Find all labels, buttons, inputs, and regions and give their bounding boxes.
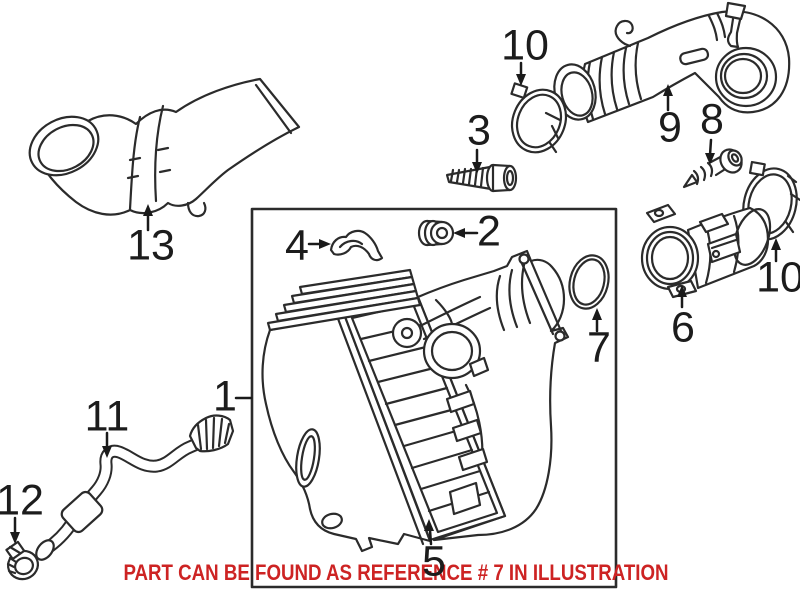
part-9-intake-hose xyxy=(553,1,791,124)
callout-label-8: 8 xyxy=(700,95,724,144)
callout-label-7: 7 xyxy=(587,323,611,372)
callout-5-arrow xyxy=(424,519,434,546)
callout-6-arrow xyxy=(677,285,687,309)
callout-label-6: 6 xyxy=(671,303,695,352)
callout-4-arrow xyxy=(307,239,331,249)
part-2-grommet xyxy=(417,219,455,247)
callout-label-10-upper: 10 xyxy=(501,21,549,70)
part-12-clamp xyxy=(5,540,39,581)
hose-hook-tab xyxy=(614,19,634,48)
callout-9-arrow xyxy=(663,84,673,112)
hose-flag-bracket xyxy=(724,1,747,49)
part-11-vent-hose xyxy=(35,414,235,561)
callout-13-arrow xyxy=(143,204,153,232)
part-1-air-cleaner-assembly xyxy=(261,249,570,553)
hose-crown-fitting xyxy=(188,414,235,453)
callout-10-upper-arrow xyxy=(516,61,526,86)
callout-arrows xyxy=(10,61,781,546)
callout-10-right-arrow xyxy=(771,238,781,263)
callout-label-3: 3 xyxy=(467,106,491,155)
callout-label-13: 13 xyxy=(127,221,175,270)
callout-label-4: 4 xyxy=(285,221,309,270)
air-cleaner-cover-pleats xyxy=(266,268,422,332)
callout-2-arrow xyxy=(453,228,479,238)
part-8-screw xyxy=(682,148,743,189)
callout-7-arrow xyxy=(592,308,602,333)
callout-3-arrow xyxy=(472,148,482,174)
part-13-air-duct xyxy=(28,77,301,218)
callout-label-5: 5 xyxy=(422,537,446,586)
callout-label-11: 11 xyxy=(84,392,130,441)
callout-label-9: 9 xyxy=(658,103,682,152)
callout-8-arrow xyxy=(705,138,715,165)
callout-11-arrow xyxy=(102,431,112,458)
callout-label-1: 1 xyxy=(213,372,237,421)
part-4-bracket xyxy=(329,229,384,262)
callout-12-arrow xyxy=(10,516,20,544)
callout-label-10-right: 10 xyxy=(756,253,800,302)
part-3-bolt xyxy=(445,163,518,193)
callout-label-12: 12 xyxy=(0,476,44,525)
reference-note-text: PART CAN BE FOUND AS REFERENCE # 7 IN IL… xyxy=(123,560,669,585)
part-7-seal-ring xyxy=(568,254,610,310)
callout-label-2: 2 xyxy=(477,207,501,256)
part-10-clamp-upper xyxy=(510,82,568,154)
